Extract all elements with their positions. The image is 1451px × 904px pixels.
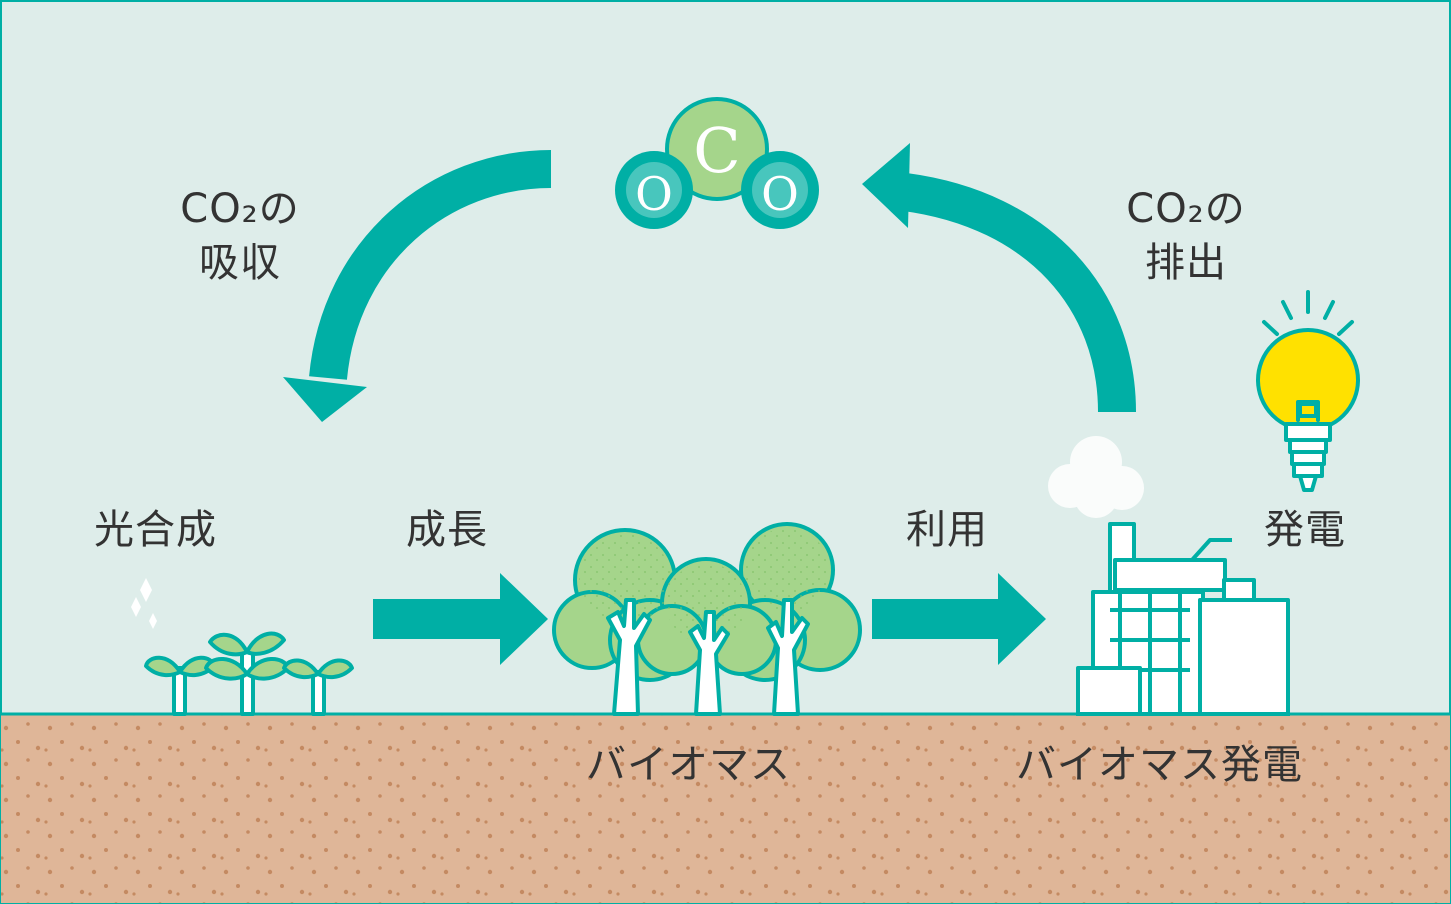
co2-absorption-arrow	[283, 150, 552, 422]
steam-cloud-icon	[1048, 436, 1144, 518]
co2-molecule: C O O	[615, 97, 819, 229]
biomass-power-label: バイオマス発電	[1016, 742, 1303, 788]
molecule-c-atom: C	[693, 114, 740, 187]
co2-emission-label-line2: 排出	[1145, 240, 1227, 286]
molecule-o-atom-left: O	[635, 167, 673, 221]
co2-absorption-label-line1: CO₂の	[180, 186, 300, 232]
sparkle-icon	[131, 578, 157, 629]
co2-emission-label-line1: CO₂の	[1126, 186, 1246, 232]
power-generation-label: 発電	[1264, 507, 1346, 553]
seedlings-icon	[144, 631, 354, 716]
biomass-label: バイオマス	[586, 742, 791, 788]
utilization-label: 利用	[906, 507, 988, 553]
growth-label: 成長	[406, 507, 488, 553]
trees-icon	[552, 522, 862, 716]
utilization-arrow	[872, 573, 1046, 665]
power-plant-icon	[1076, 522, 1290, 716]
light-bulb-icon	[1256, 290, 1360, 492]
molecule-o-atom-right: O	[761, 167, 799, 221]
co2-emission-arrow	[862, 143, 1136, 413]
co2-absorption-label: CO₂の 吸収	[160, 182, 320, 290]
photosynthesis-label: 光合成	[94, 507, 217, 553]
co2-emission-label: CO₂の 排出	[1106, 182, 1266, 290]
co2-absorption-label-line2: 吸収	[199, 240, 281, 286]
growth-arrow	[373, 573, 548, 665]
